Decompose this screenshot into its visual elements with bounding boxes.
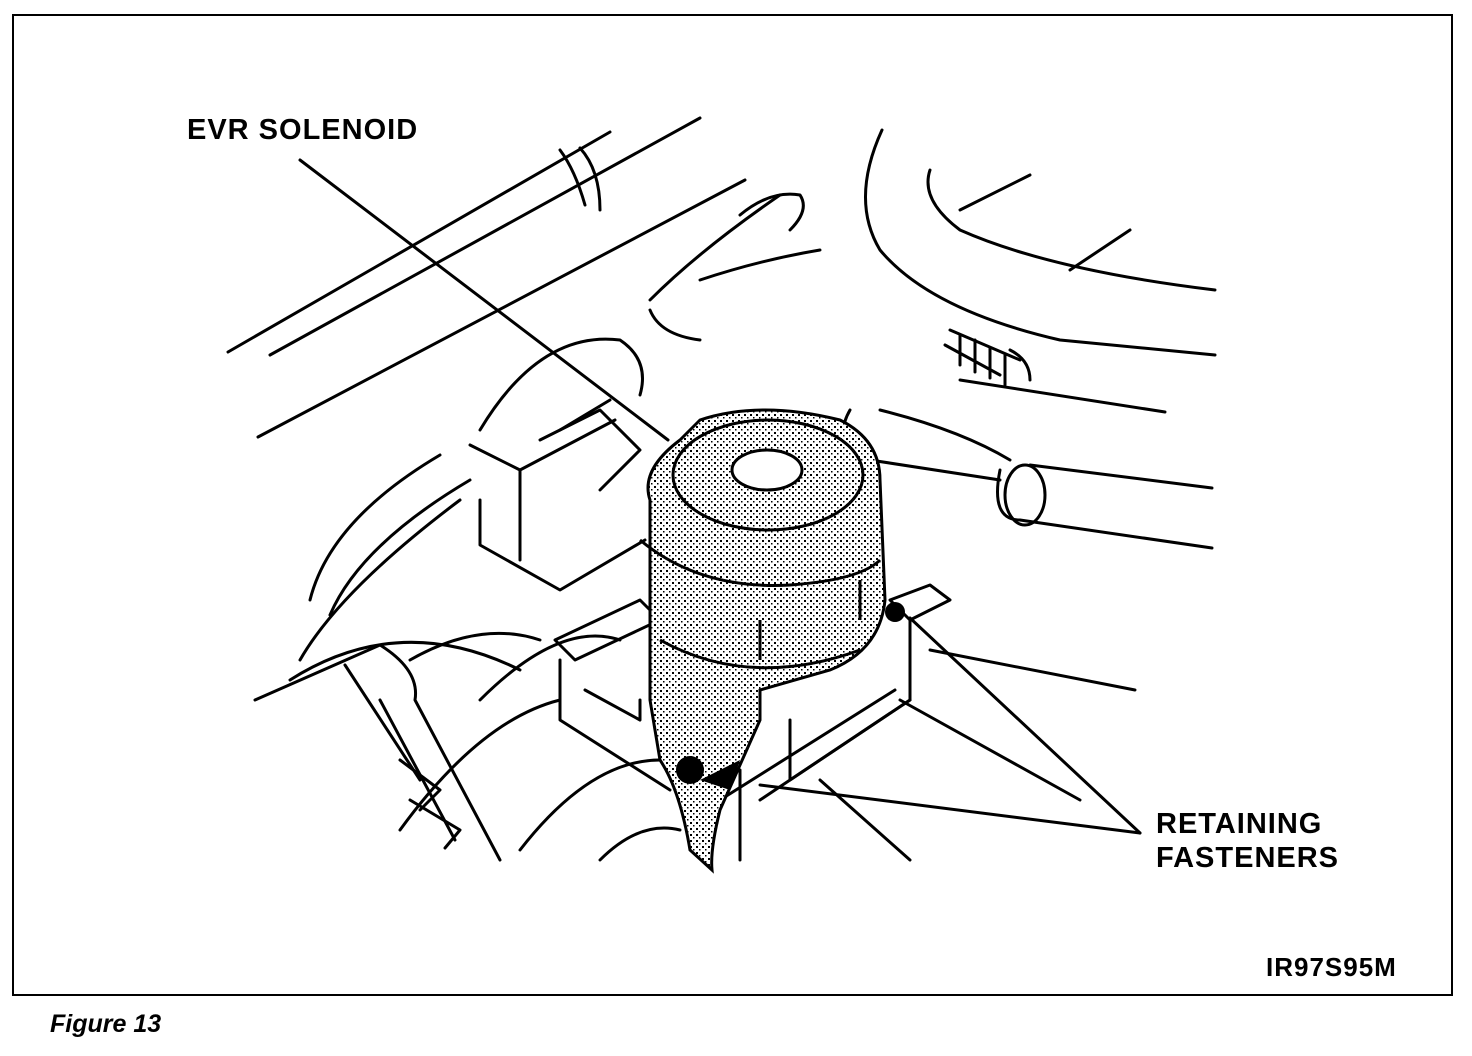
retaining-fasteners-label-line2: FASTENERS xyxy=(1156,842,1340,874)
evr-solenoid-label: EVR SOLENOID xyxy=(187,114,419,146)
upper-right-hose xyxy=(864,128,1217,357)
left-wire-harness xyxy=(253,453,542,862)
threaded-stud xyxy=(943,328,1032,387)
vacuum-hose-right xyxy=(841,408,1214,550)
electrical-connector xyxy=(468,337,647,592)
mounting-bracket xyxy=(553,583,952,862)
figure-code: IR97S95M xyxy=(1266,952,1397,982)
upper-connector xyxy=(648,192,822,342)
solenoid-body xyxy=(639,408,905,874)
upper-left-tubes xyxy=(226,116,747,439)
leader-lines xyxy=(298,158,1142,835)
figure-caption: Figure 13 xyxy=(50,1010,162,1038)
retaining-fasteners-label-line1: RETAINING xyxy=(1156,808,1323,840)
figure-frame xyxy=(12,14,1453,996)
lower-hoses xyxy=(398,634,682,862)
